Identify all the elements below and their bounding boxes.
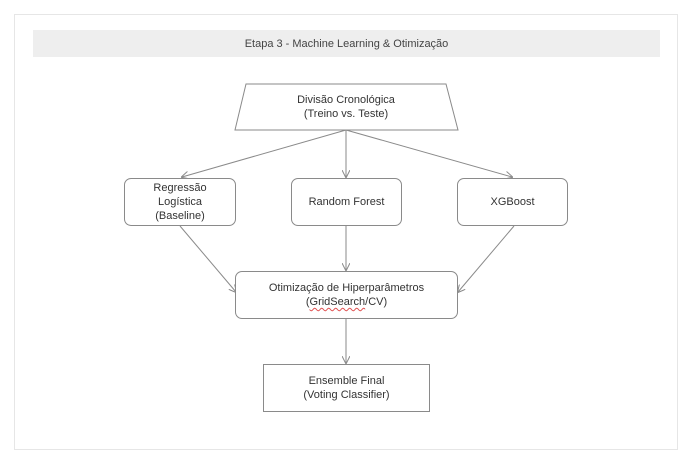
edge-split-xgb	[345, 129, 512, 177]
xgb-line1: XGBoost	[490, 196, 535, 208]
split-node-shape	[234, 83, 459, 131]
logreg-line3: (Baseline)	[155, 210, 205, 222]
edge-split-logreg	[182, 129, 347, 177]
diagram-title: Etapa 3 - Machine Learning & Otimização	[33, 30, 660, 57]
node-hyperparameter-tuning: Otimização de Hiperparâmetros (GridSearc…	[235, 271, 458, 319]
edge-logreg-tuning	[179, 225, 236, 292]
ensemble-line1: Ensemble Final	[308, 375, 385, 387]
tuning-line2-prefix: (	[305, 296, 310, 308]
node-xgboost: XGBoost	[457, 178, 568, 226]
tuning-line1: Otimização de Hiperparâmetros	[268, 282, 425, 294]
logreg-line2: Logística	[157, 196, 203, 208]
ensemble-line2: (Voting Classifier)	[303, 389, 390, 401]
split-line1: Divisão Cronológica	[297, 94, 395, 106]
edge-xgb-tuning	[458, 225, 515, 292]
node-random-forest: Random Forest	[291, 178, 402, 226]
tuning-line2-suffix: /CV)	[365, 296, 388, 308]
node-final-ensemble: Ensemble Final (Voting Classifier)	[263, 364, 430, 412]
node-chronological-split: Divisão Cronológica (Treino vs. Teste)	[240, 84, 452, 130]
node-logistic-regression: Regressão Logística (Baseline)	[124, 178, 236, 226]
logreg-line1: Regressão	[153, 182, 207, 194]
tuning-line2: (GridSearch/CV)	[306, 295, 387, 309]
rf-line1: Random Forest	[308, 196, 385, 208]
diagram-title-text: Etapa 3 - Machine Learning & Otimização	[244, 37, 449, 50]
split-line2: (Treino vs. Teste)	[303, 108, 389, 120]
tuning-line2-gridsearch: GridSearch	[309, 296, 366, 308]
